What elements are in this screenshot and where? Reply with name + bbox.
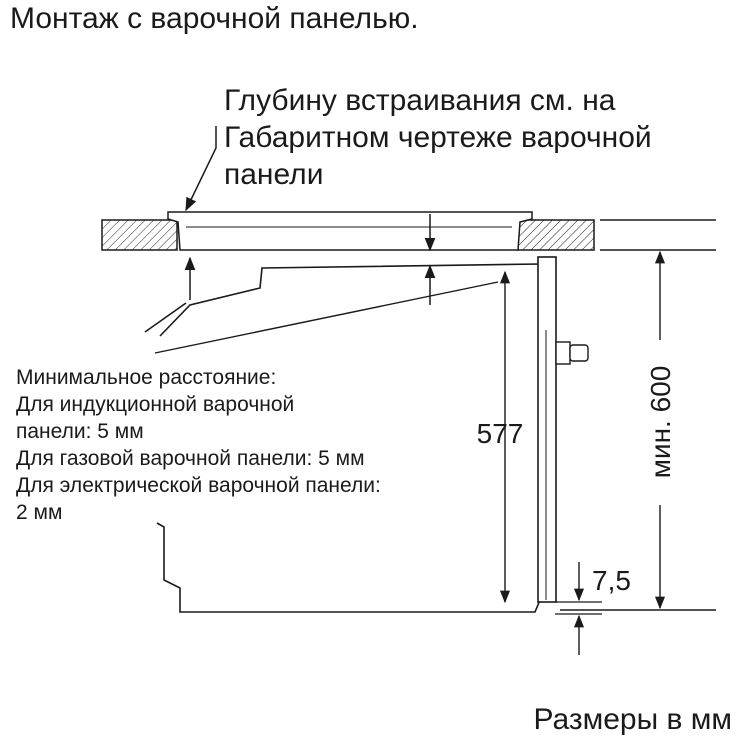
oven-top-slant	[144, 302, 187, 333]
depth-callout: Глубину встраивания см. на Габаритном че…	[224, 82, 652, 193]
dimension-min-600: мин. 600	[560, 250, 716, 611]
notes-line-5: Для электрической варочной панели:	[16, 474, 381, 497]
notes-line-4: Для газовой варочной панели: 5 мм	[16, 447, 365, 470]
hob	[167, 211, 533, 251]
oven-body-outline	[156, 263, 541, 613]
countertop-right	[517, 219, 595, 251]
notes-line-6: 2 мм	[16, 501, 63, 524]
diagram-title: Монтаж с варочной панелью.	[10, 2, 419, 35]
dimension-577: 577	[477, 270, 524, 604]
oven-door	[537, 256, 557, 603]
gap-label: 7,5	[592, 565, 631, 596]
dimension-577-label: 577	[477, 418, 524, 449]
units-note: Размеры в мм	[533, 703, 732, 736]
countertop	[101, 219, 716, 251]
oven-inner-slant	[154, 281, 499, 354]
callout-line-1: Глубину встраивания см. на	[224, 84, 616, 117]
dimension-600-label: мин. 600	[645, 366, 676, 479]
callout-line-2: Габаритном чертеже варочной	[224, 121, 652, 154]
notes-line-2: Для индукционной варочной	[16, 393, 295, 416]
hob-body	[167, 211, 533, 251]
knob-base	[555, 341, 571, 365]
notes-line-3: панели: 5 мм	[16, 420, 144, 443]
notes-line-1: Минимальное расстояние:	[16, 366, 277, 389]
callout-line-3: панели	[224, 158, 324, 191]
callout-leader	[185, 126, 217, 212]
dimension-7-5: 7,5	[555, 562, 631, 655]
min-distance-notes: Минимальное расстояние: Для индукционной…	[16, 364, 381, 526]
countertop-left	[101, 219, 178, 251]
oven	[144, 256, 589, 613]
knob-icon	[569, 344, 589, 362]
